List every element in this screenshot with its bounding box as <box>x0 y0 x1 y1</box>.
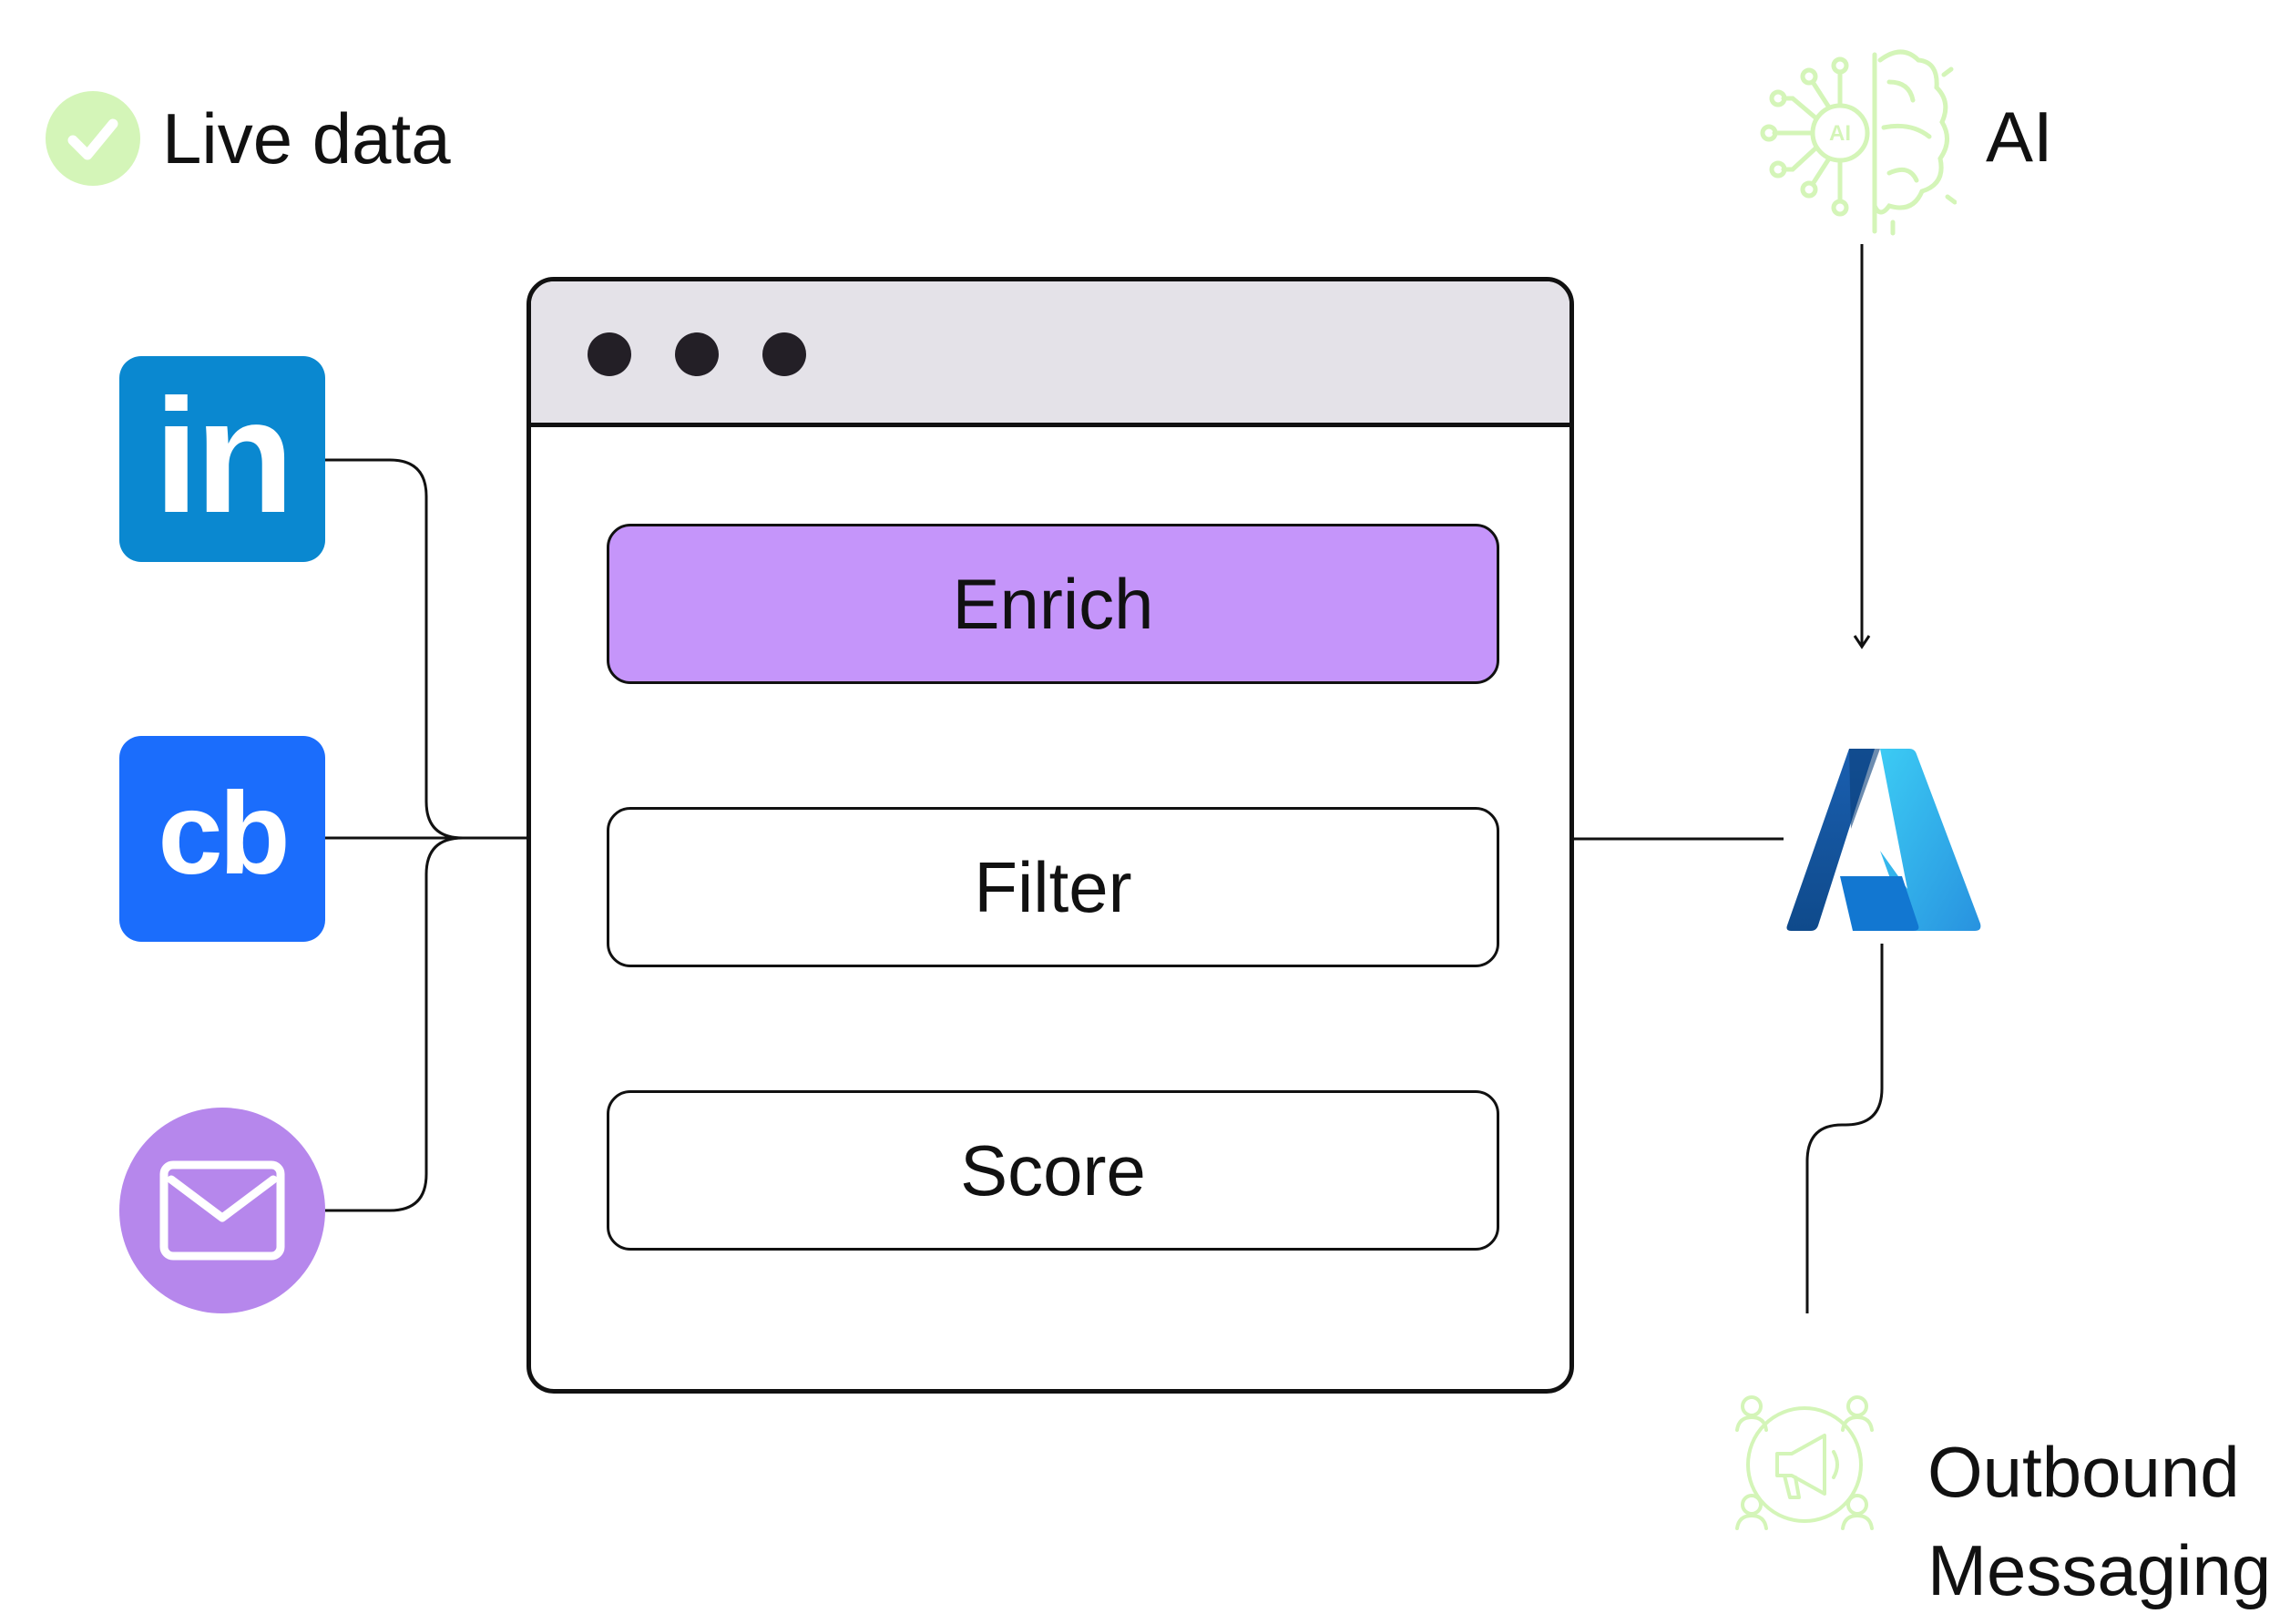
envelope-icon <box>159 1160 285 1261</box>
window-dot <box>588 332 631 376</box>
window-dot <box>762 332 806 376</box>
svg-text:AI: AI <box>1829 121 1851 146</box>
connector-email <box>325 836 526 1212</box>
crunchbase-logo-text: cb <box>158 769 290 899</box>
step-score: Score <box>607 1090 1499 1251</box>
step-enrich: Enrich <box>607 524 1499 684</box>
linkedin-logo-text: in <box>153 365 294 546</box>
outbound-line-1: Outbound <box>1927 1432 2240 1512</box>
email-icon <box>119 1108 325 1313</box>
connector-azure-outbound <box>1805 944 1884 1313</box>
ai-brain-icon: AI <box>1760 49 1957 236</box>
live-data-label: Live data <box>162 98 451 179</box>
crunchbase-icon: cb <box>119 736 325 942</box>
megaphone-people-icon <box>1735 1395 1874 1530</box>
connector-linkedin <box>325 458 526 840</box>
outbound-messaging-label: Outbound Messaging <box>1927 1423 2271 1619</box>
ai-label: AI <box>1986 97 2053 177</box>
linkedin-icon: in <box>119 356 325 562</box>
live-check-badge <box>46 91 140 186</box>
window-dot <box>675 332 719 376</box>
arrowhead-azure <box>1853 635 1871 649</box>
azure-icon <box>1786 749 1981 931</box>
step-filter: Filter <box>607 807 1499 967</box>
outbound-line-2: Messaging <box>1927 1530 2272 1610</box>
check-icon <box>67 118 118 160</box>
browser-titlebar <box>531 281 1569 427</box>
